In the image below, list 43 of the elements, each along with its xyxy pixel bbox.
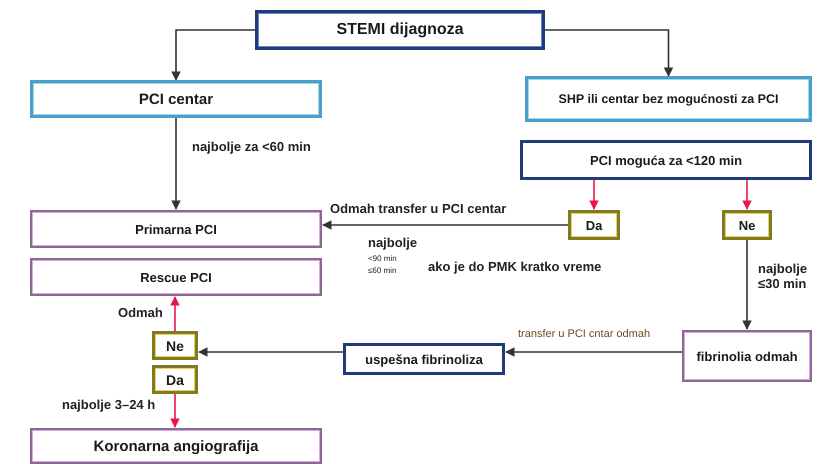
edge-label: najbolje 3–24 h: [62, 398, 156, 413]
process-box: [30, 80, 322, 118]
node-text: Primarna PCI: [134, 222, 218, 236]
arrow: [742, 180, 752, 210]
process-box: [30, 210, 322, 248]
node-text: Rescue PCI: [139, 270, 213, 284]
node-text: Ne: [738, 218, 756, 232]
node-text: SHP ili centar bez mogućnosti za PCI: [558, 92, 780, 106]
arrow: [170, 296, 180, 331]
process-box: [343, 343, 505, 375]
time-note: <90 min: [368, 254, 397, 264]
edge-label: najbolje za <60 min: [192, 140, 311, 155]
process-box: [722, 210, 772, 240]
process-box: [152, 365, 198, 394]
arrow: [170, 394, 180, 428]
time-note: ≤60 min: [368, 266, 396, 276]
node-text: Ne: [165, 338, 185, 354]
node-text: PCI moguća za <120 min: [588, 152, 744, 168]
process-box: [30, 428, 322, 464]
note-text: ako je do PMK kratko vreme: [428, 260, 602, 275]
process-box: [568, 210, 620, 240]
process-box: [520, 140, 812, 180]
arrow: [589, 180, 599, 210]
arrow: [742, 240, 752, 330]
node-text: PCI centar: [138, 90, 214, 108]
node-text: Da: [584, 218, 604, 232]
node-text: Koronarna angiografija: [92, 438, 260, 454]
process-box: [525, 76, 812, 122]
node-text: Da: [165, 372, 185, 388]
process-box: [152, 331, 198, 360]
arrow: [171, 118, 181, 210]
arrow: [171, 29, 255, 81]
process-box: [682, 330, 812, 382]
process-box: [255, 10, 545, 50]
node-text: STEMI dijagnoza: [335, 21, 465, 39]
process-box: [30, 258, 322, 296]
arrow: [322, 220, 568, 230]
arrow: [198, 347, 343, 357]
arrow: [505, 347, 682, 357]
node-text: fibrinolia odmah: [695, 348, 799, 364]
arrow: [545, 29, 674, 77]
note-text: najbolje: [368, 236, 418, 251]
node-text: uspešna fibrinoliza: [364, 352, 484, 366]
